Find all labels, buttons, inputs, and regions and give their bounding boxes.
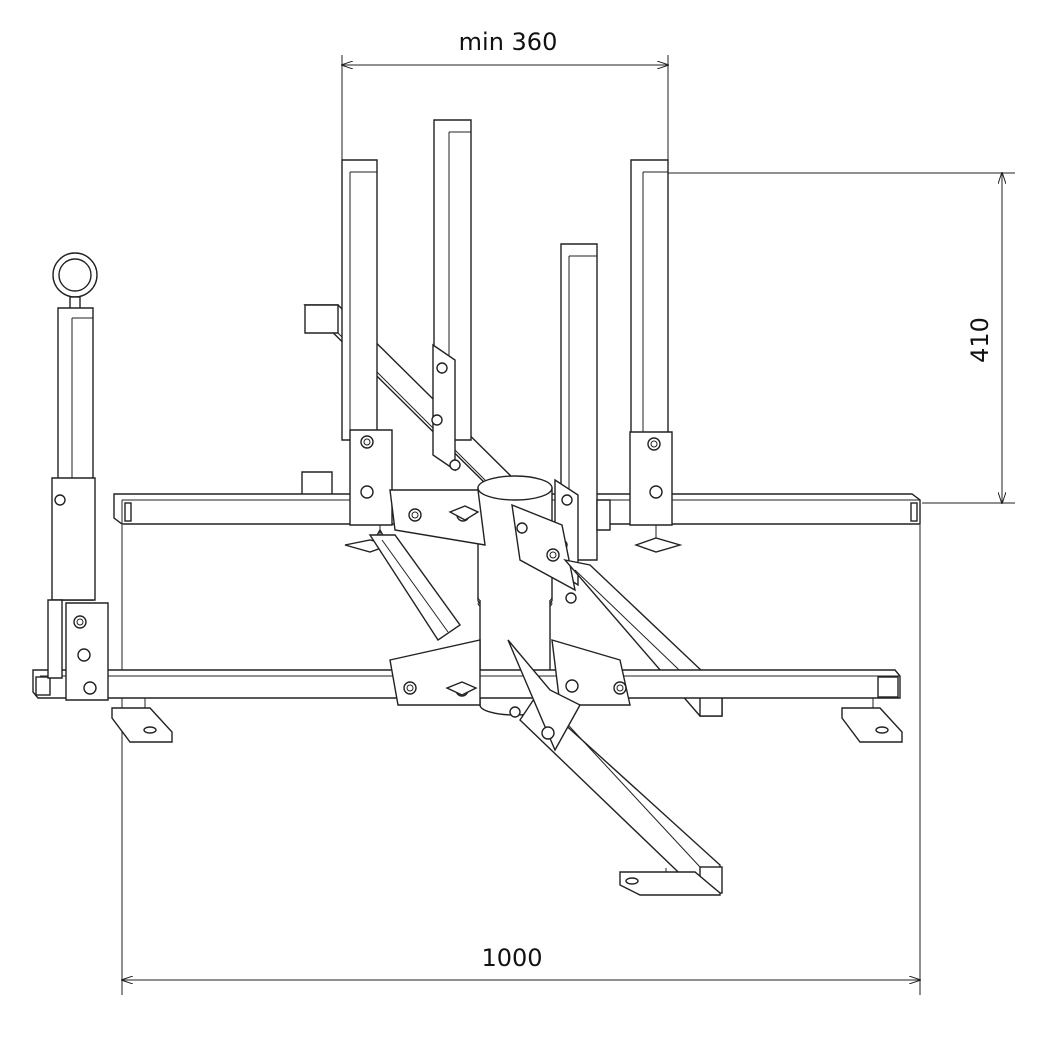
lifting-pole <box>47 252 109 701</box>
dimension-base-width-label: 1000 <box>481 944 542 972</box>
upper-arm-brackets <box>389 489 576 592</box>
back-diagonal-leg <box>301 304 522 501</box>
dimension-lines <box>122 55 1015 995</box>
post-clamps <box>344 343 683 604</box>
dimension-height-label: 410 <box>966 317 994 363</box>
feet <box>111 698 903 896</box>
vertical-posts <box>341 119 669 561</box>
lower-arm-brackets <box>389 639 631 752</box>
dimension-top-width-label: min 360 <box>459 28 558 56</box>
